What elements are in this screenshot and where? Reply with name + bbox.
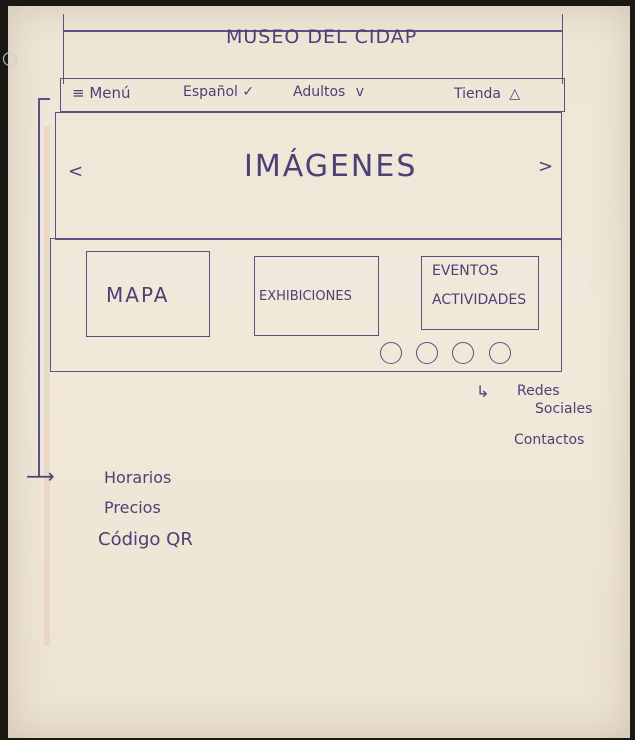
social-icon[interactable] <box>452 342 474 364</box>
social-icon[interactable] <box>380 342 402 364</box>
header-box <box>63 14 563 84</box>
social-note-line3: Contactos <box>514 432 585 448</box>
site-title: MUSEO DEL CIDAP <box>226 26 418 48</box>
language-selector[interactable]: Español ✓ <box>183 84 254 100</box>
carousel-label: IMÁGENES <box>244 149 418 184</box>
paper-stain <box>44 126 50 646</box>
card-map-label: MAPA <box>106 283 170 307</box>
chevron-down-icon: v <box>355 84 365 100</box>
binder-hole <box>3 52 17 66</box>
arrow-right-icon: ⟶ <box>26 464 55 488</box>
cards-section <box>50 238 562 372</box>
shop-link[interactable]: Tienda △ <box>454 86 520 102</box>
social-note-line1: Redes <box>517 383 560 399</box>
carousel-prev-button[interactable]: < <box>68 161 84 182</box>
menu-bracket-top <box>38 98 50 100</box>
card-map[interactable] <box>86 251 210 337</box>
navbar <box>60 78 565 112</box>
arrow-right-icon: ↳ <box>476 382 490 401</box>
social-icon[interactable] <box>489 342 511 364</box>
chevron-down-icon: ✓ <box>242 84 255 100</box>
shop-label: Tienda <box>454 86 501 102</box>
card-events-label-line1: EVENTOS <box>432 263 499 279</box>
header-top-line <box>63 30 563 32</box>
card-exhibitions-label: EXHIBICIONES <box>259 289 352 304</box>
menu-note-line3: Código QR <box>98 529 193 550</box>
paper-sheet: MUSEO DEL CIDAP ≡ Menú Español ✓ Adultos… <box>8 6 630 738</box>
card-events[interactable] <box>421 256 539 330</box>
menu-label: Menú <box>89 84 131 102</box>
hamburger-icon: ≡ <box>72 84 85 102</box>
carousel-next-button[interactable]: > <box>538 156 554 177</box>
menu-note-line1: Horarios <box>104 468 172 487</box>
menu-bracket-vertical <box>38 98 40 476</box>
menu-note-line2: Precios <box>104 498 161 517</box>
bag-icon: △ <box>509 86 521 102</box>
audience-label: Adultos <box>293 84 346 100</box>
audience-selector[interactable]: Adultos v <box>293 84 364 100</box>
card-events-label-line2: ACTIVIDADES <box>432 292 527 308</box>
social-note-line2: Sociales <box>535 401 593 417</box>
carousel <box>55 112 562 240</box>
social-icon[interactable] <box>416 342 438 364</box>
language-label: Español <box>183 84 238 100</box>
card-exhibitions[interactable] <box>254 256 379 336</box>
menu-button[interactable]: ≡ Menú <box>72 84 131 102</box>
